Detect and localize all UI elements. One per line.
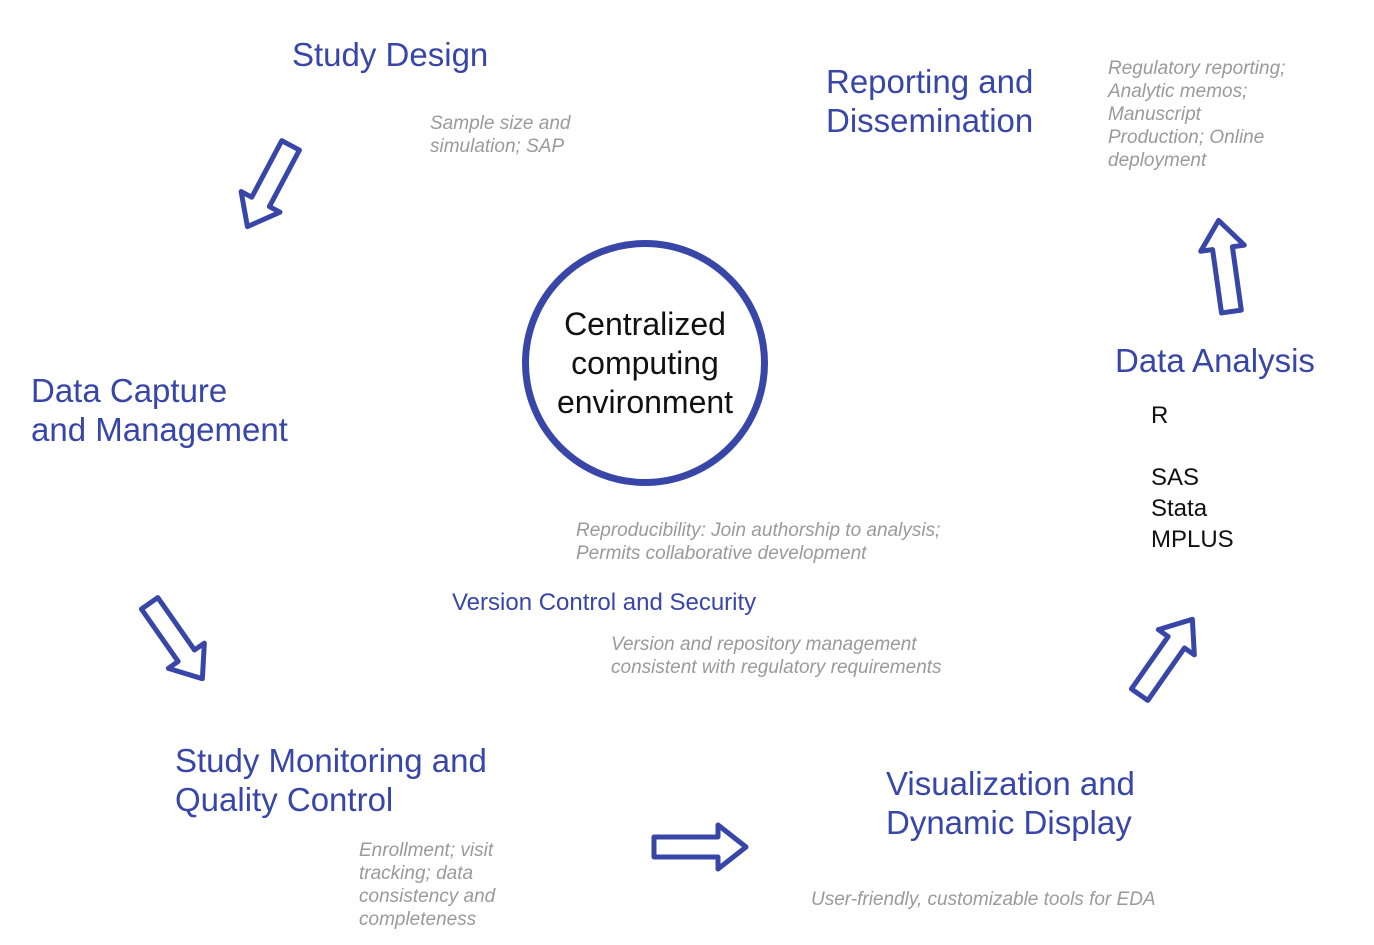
visualization-title: Visualization and Dynamic Display xyxy=(886,765,1135,841)
hub-label: Centralized computing environment xyxy=(556,305,734,420)
reproducibility-note: Reproducibility: Join authorship to anal… xyxy=(576,520,941,564)
version-control-note: Version and repository management consis… xyxy=(611,634,942,678)
tool-item: Stata xyxy=(1151,495,1208,522)
study-design-title: Study Design xyxy=(292,36,489,73)
tool-item: SAS xyxy=(1151,464,1200,491)
arrow-down-right-icon xyxy=(132,591,221,692)
data-capture-title: Data Capture and Management xyxy=(31,372,288,448)
data-analysis-title: Data Analysis xyxy=(1115,342,1315,379)
tool-item: MPLUS xyxy=(1151,526,1234,553)
reporting-title: Reporting and Dissemination xyxy=(826,63,1034,139)
arrow-up-right-icon xyxy=(1122,607,1211,708)
arrow-right-icon xyxy=(654,825,746,869)
visualization-note: User-friendly, customizable tools for ED… xyxy=(811,889,1156,910)
arrow-up-icon xyxy=(1197,217,1253,314)
study-design-note: Sample size and simulation; SAP xyxy=(430,113,571,157)
version-control-title: Version Control and Security xyxy=(452,589,757,616)
monitoring-note: Enrollment; visit tracking; data consist… xyxy=(359,840,496,930)
monitoring-title: Study Monitoring and Quality Control xyxy=(175,742,487,818)
centralized-computing-hub: Centralized computing environment xyxy=(522,240,768,486)
tool-item: R xyxy=(1151,402,1169,429)
arrow-down-left-icon xyxy=(228,135,310,237)
reporting-note: Regulatory reporting; Analytic memos; Ma… xyxy=(1108,58,1286,171)
data-analysis-tools: R SAS Stata MPLUS xyxy=(1151,400,1234,555)
